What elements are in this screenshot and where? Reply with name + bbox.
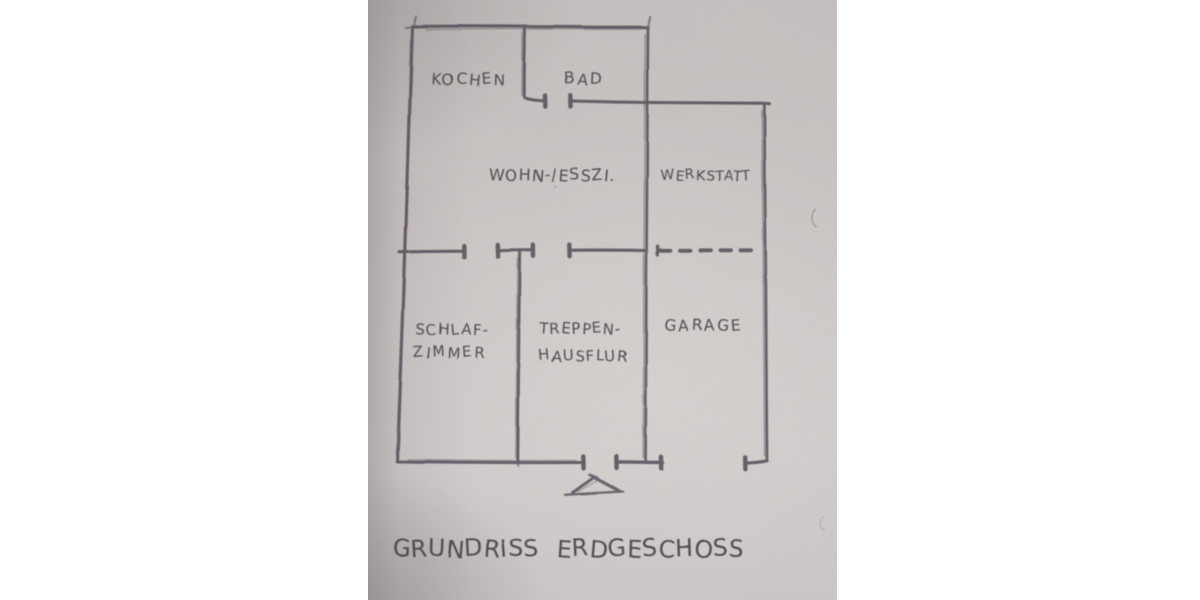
floor-plan-drawing: KOCHEN BAD WOHN-/ESSZI. WERKSTATT SCHLAF…: [392, 15, 826, 565]
room-label-bath: BAD: [563, 68, 604, 90]
plan-caption: GRUNDRISS ERDGESCHOSS: [392, 533, 746, 565]
room-label-garage: GARAGE: [664, 316, 744, 336]
wall-kitchen-bath-divider: [521, 26, 546, 103]
wall-bottom-center: [614, 460, 665, 465]
entrance-door-symbol: [563, 473, 624, 496]
room-label-living-dining: WOHN-/ESSZI.: [488, 164, 615, 186]
room-labels: KOCHEN BAD WOHN-/ESSZI. WERKSTATT SCHLAF…: [412, 68, 751, 366]
wall-bottom-left: [395, 458, 585, 465]
wall-bath-bottom: [569, 99, 650, 104]
pen-mark-small: [819, 515, 826, 532]
pen-mark-arc: [811, 208, 818, 229]
wall-workshop-right: [761, 101, 769, 463]
wall-garage-bottom-stub: [743, 459, 769, 465]
room-label-workshop: WERKSTATT: [660, 167, 751, 186]
wall-workshop-top: [646, 101, 771, 106]
door-jambs: [462, 93, 748, 472]
room-label-bedroom-line2: ZIMMER: [412, 342, 487, 363]
wall-mid-left: [397, 249, 466, 254]
room-label-kitchen: KOCHEN: [431, 69, 507, 90]
room-label-bedroom-line1: SCHLAF-: [415, 320, 490, 339]
wall-right: [642, 25, 650, 463]
room-label-stair-hall-line2: HAUSFLUR: [538, 345, 630, 366]
pen-mark-dot: [554, 185, 557, 189]
wall-left: [395, 25, 414, 463]
floor-plan-photo: KOCHEN BAD WOHN-/ESSZI. WERKSTATT SCHLAF…: [368, 0, 837, 600]
room-label-stair-hall-line1: TREPPEN-: [538, 318, 622, 339]
wall-top: [410, 24, 650, 31]
wall-bedroom-stair-divider: [515, 249, 522, 465]
